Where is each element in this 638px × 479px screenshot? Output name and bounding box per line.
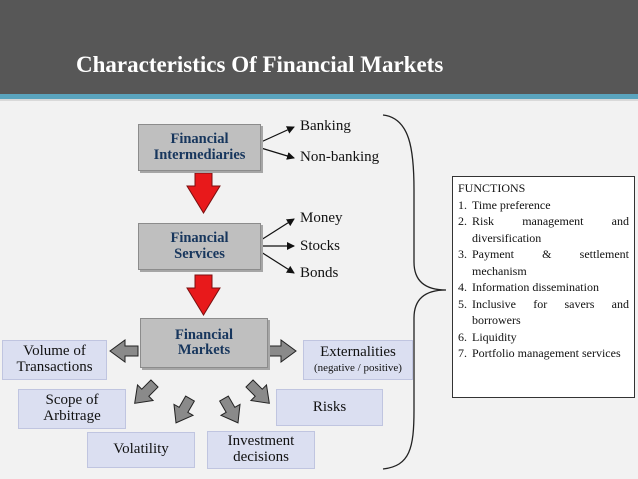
financial-intermediaries-box: Financial Intermediaries xyxy=(138,124,261,171)
function-item-text: Payment & settlement mechanism xyxy=(472,247,629,278)
function-item: 6. Liquidity xyxy=(458,329,629,346)
function-item-text: Inclusive for savers and borrowers xyxy=(472,296,629,328)
function-item-number: 3. xyxy=(458,247,467,261)
stocks-label: Stocks xyxy=(300,238,341,254)
functions-box: FUNCTIONS 1. Time preference 2. Risk man… xyxy=(452,176,635,398)
function-item: 5. Inclusive for savers and borrowers xyxy=(458,296,629,329)
function-item-text: Information dissemination xyxy=(472,280,599,294)
externalities-box: Externalities (negative / positive) xyxy=(303,340,413,380)
function-item: 4. Information dissemination xyxy=(458,279,629,296)
function-item-text: Portfolio management services xyxy=(472,346,621,360)
banking-label: Banking xyxy=(300,118,351,134)
scope-of-arbitrage-label: Scope of Arbitrage xyxy=(43,392,101,424)
function-item-number: 1. xyxy=(458,197,467,212)
financial-services-box: Financial Services xyxy=(138,223,261,270)
arrow-to-risks xyxy=(245,379,270,404)
risks-box: Risks xyxy=(276,389,383,426)
financial-services-label: Financial Services xyxy=(170,230,229,262)
financial-markets-label: Financial Markets xyxy=(174,326,233,358)
externalities-label: Externalities xyxy=(320,344,396,361)
volume-of-transactions-box: Volume of Transactions xyxy=(2,340,107,380)
function-item: 7. Portfolio management services xyxy=(458,345,629,362)
function-item: 2. Risk management and diversification xyxy=(458,213,629,246)
arrow-to-non-banking xyxy=(260,147,295,160)
title-accent-line-light xyxy=(0,99,638,101)
arrow-to-money xyxy=(260,218,295,241)
bonds-label: Bonds xyxy=(300,265,339,281)
function-item: 1. Time preference xyxy=(458,197,629,214)
function-item-number: 5. xyxy=(458,296,467,311)
title-accent-line xyxy=(0,94,638,99)
function-item-number: 4. xyxy=(458,280,467,294)
function-item-number: 2. xyxy=(458,214,467,228)
non-banking-label: Non-banking xyxy=(300,149,380,165)
down-arrow-2 xyxy=(186,274,221,316)
investment-decisions-box: Investment decisions xyxy=(207,431,315,469)
arrow-to-bonds xyxy=(260,251,295,274)
function-item-number: 6. xyxy=(458,329,467,344)
function-item-text: Liquidity xyxy=(472,329,517,344)
arrow-to-externalities xyxy=(267,339,297,363)
scope-of-arbitrage-box: Scope of Arbitrage xyxy=(18,389,126,429)
down-arrow-1 xyxy=(186,172,221,214)
volatility-label: Volatility xyxy=(113,441,169,458)
arrow-to-banking xyxy=(260,126,295,143)
functions-heading: FUNCTIONS xyxy=(458,181,526,195)
arrow-to-volume xyxy=(109,339,139,363)
title-bar xyxy=(0,0,638,94)
risks-label: Risks xyxy=(312,398,347,415)
externalities-note: (negative / positive) xyxy=(314,362,402,375)
arrow-to-volatility xyxy=(173,395,196,424)
arrow-to-investment xyxy=(218,395,241,424)
volatility-box: Volatility xyxy=(87,432,195,468)
function-item-text: Time preference xyxy=(472,197,551,212)
function-item-text: Risk management and diversification xyxy=(472,214,629,245)
function-item-number: 7. xyxy=(458,346,467,360)
investment-decisions-label: Investment decisions xyxy=(227,433,295,465)
slide-title: Characteristics Of Financial Markets xyxy=(76,52,444,77)
financial-markets-box: Financial Markets xyxy=(140,318,268,368)
money-label: Money xyxy=(300,210,343,226)
function-item: 3. Payment & settlement mechanism xyxy=(458,246,629,279)
financial-intermediaries-label: Financial Intermediaries xyxy=(153,131,246,163)
volume-of-transactions-label: Volume of Transactions xyxy=(16,343,93,375)
arrow-to-arbitrage xyxy=(134,379,159,404)
curly-brace xyxy=(382,114,447,470)
